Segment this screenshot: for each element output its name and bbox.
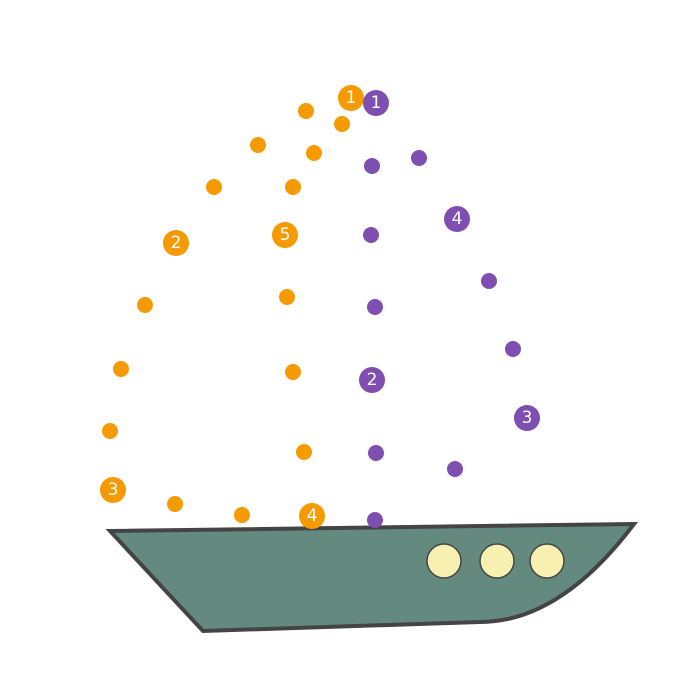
porthole <box>426 543 462 579</box>
purple-dot-series: 1 2 3 4 <box>359 90 540 528</box>
dot-number: 1 <box>346 88 357 108</box>
orange-dot <box>285 179 301 195</box>
dot-number: 1 <box>371 93 382 113</box>
orange-dot <box>102 423 118 439</box>
orange-dot-series: 1 2 3 4 5 <box>100 85 364 529</box>
dot-number: 2 <box>171 233 182 253</box>
purple-dot <box>363 227 379 243</box>
dot-number: 2 <box>367 370 378 390</box>
purple-dot <box>368 445 384 461</box>
orange-numbered-dot-5: 5 <box>272 222 298 248</box>
dot-number: 3 <box>522 408 533 428</box>
purple-dot <box>447 461 463 477</box>
purple-dot <box>367 512 383 528</box>
purple-numbered-dot-1: 1 <box>363 90 389 116</box>
orange-dot <box>296 444 312 460</box>
porthole <box>529 543 565 579</box>
dot-number: 4 <box>307 506 318 526</box>
purple-numbered-dot-2: 2 <box>359 367 385 393</box>
purple-numbered-dot-4: 4 <box>444 206 470 232</box>
orange-dot <box>234 507 250 523</box>
porthole <box>479 543 515 579</box>
purple-dot <box>364 158 380 174</box>
orange-dot <box>113 361 129 377</box>
orange-dot <box>206 179 222 195</box>
orange-numbered-dot-4: 4 <box>299 503 325 529</box>
orange-dot <box>250 137 266 153</box>
hull-shape <box>105 521 639 634</box>
orange-numbered-dot-3: 3 <box>100 477 126 503</box>
purple-dot <box>367 299 383 315</box>
dot-number: 3 <box>108 480 119 500</box>
orange-dot <box>285 364 301 380</box>
orange-numbered-dot-2: 2 <box>163 230 189 256</box>
orange-dot <box>137 297 153 313</box>
purple-dot <box>481 273 497 289</box>
orange-dot <box>298 103 314 119</box>
orange-dot <box>167 496 183 512</box>
purple-dot <box>411 150 427 166</box>
dot-number: 4 <box>452 209 463 229</box>
orange-numbered-dot-1: 1 <box>338 85 364 111</box>
boat-hull <box>105 521 639 634</box>
orange-dot <box>306 145 322 161</box>
purple-numbered-dot-3: 3 <box>514 405 540 431</box>
orange-dot <box>279 289 295 305</box>
purple-dot <box>505 341 521 357</box>
dot-number: 5 <box>280 225 291 245</box>
orange-dot <box>334 116 350 132</box>
